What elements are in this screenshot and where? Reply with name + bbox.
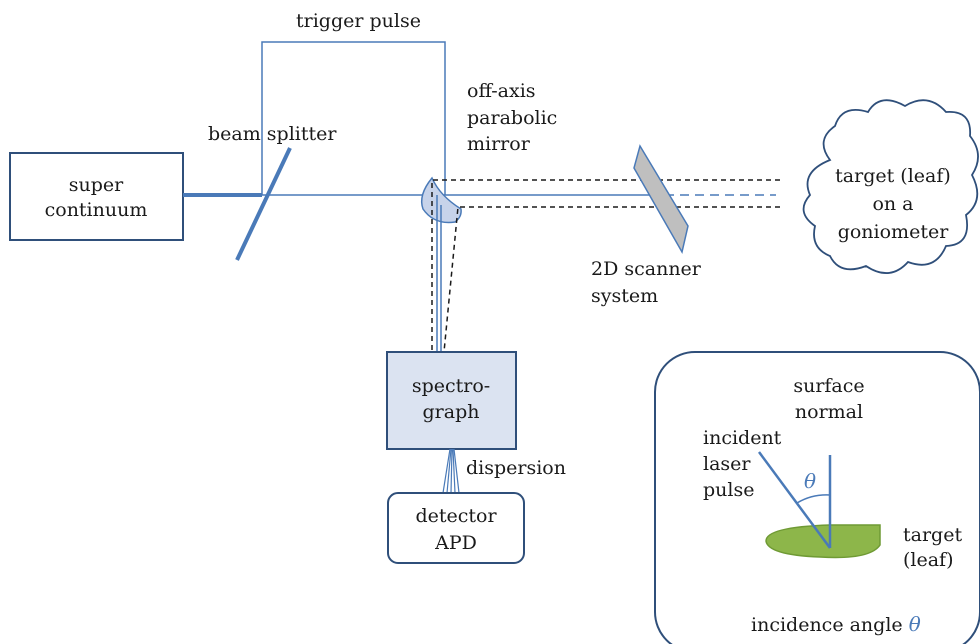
spectrograph-box — [386, 351, 517, 450]
surface-normal-label-line1: surface — [793, 375, 864, 397]
incidence-angle-inset — [654, 351, 980, 644]
supercontinuum-box — [9, 152, 184, 241]
inset-target-label-line2: (leaf) — [903, 549, 954, 571]
spectrograph-label-line2: graph — [423, 401, 480, 423]
detector-box — [387, 492, 525, 564]
incidence-angle-caption-theta: θ — [909, 612, 921, 636]
incident-label-line1: incident — [703, 427, 782, 449]
beam-splitter — [235, 147, 292, 261]
scanner-label-line1: 2D scanner — [591, 258, 702, 280]
off-axis-label-line1: off-axis — [467, 80, 536, 102]
dispersion-label: dispersion — [466, 457, 566, 479]
return-beam-upper — [431, 179, 780, 352]
scanner-label-line2: system — [591, 285, 658, 307]
target-label-line2: on a — [872, 193, 913, 215]
incidence-angle-caption: incidence angle θ — [751, 612, 921, 636]
off-axis-label-line2: parabolic — [467, 107, 557, 129]
incidence-angle-caption-text: incidence angle — [751, 614, 909, 636]
target-cloud — [802, 99, 979, 274]
target-label-line1: target (leaf) — [835, 165, 951, 187]
incident-label-line3: pulse — [703, 479, 754, 501]
dispersion-rays — [442, 448, 460, 494]
beam-splitter-label: beam splitter — [208, 123, 337, 145]
angle-arc — [796, 494, 831, 504]
target-label-line3: goniometer — [838, 221, 949, 243]
supercontinuum-label-line1: super — [69, 174, 124, 196]
spectrograph-label-line1: spectro- — [412, 375, 490, 397]
trigger-pulse-label: trigger pulse — [296, 10, 421, 32]
inset-target-label-line1: target — [903, 524, 962, 546]
off-axis-label-line3: mirror — [467, 133, 531, 155]
detector-label-line1: detector — [415, 505, 497, 527]
incident-laser-line — [757, 451, 832, 549]
leaf-target — [765, 524, 881, 559]
trigger-pulse-line — [261, 41, 446, 195]
incident-label-line2: laser — [703, 453, 751, 475]
detector-label-line2: APD — [434, 532, 477, 554]
surface-normal-label-line2: normal — [795, 401, 863, 423]
2d-scanner-mirror — [633, 144, 689, 255]
theta-symbol: θ — [804, 469, 816, 493]
supercontinuum-label-line2: continuum — [45, 199, 148, 221]
